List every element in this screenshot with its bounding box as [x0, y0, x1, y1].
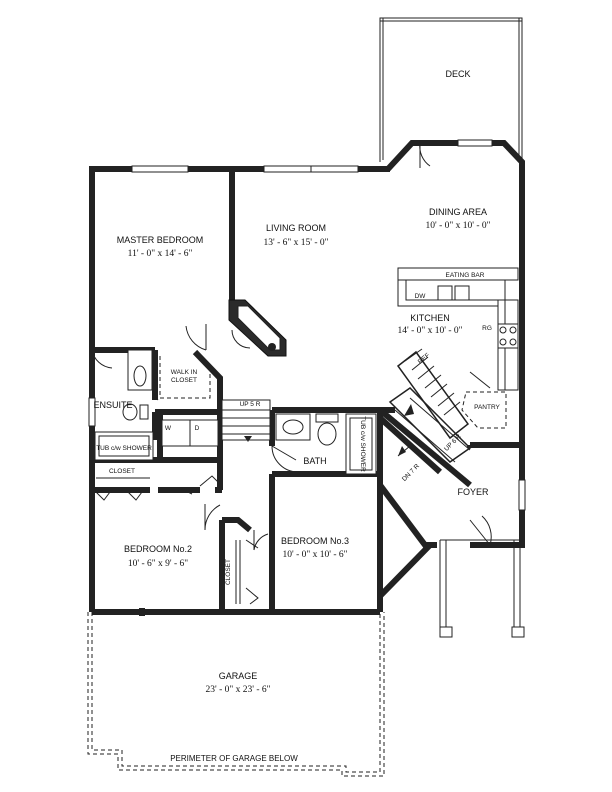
- ensuite-fixtures: TUB c/w SHOWER CLOSET: [94, 349, 154, 479]
- deck-name: DECK: [445, 69, 470, 79]
- master-size: 11' - 0" x 14' - 6": [128, 249, 193, 259]
- pantry-name: PANTRY: [474, 404, 500, 411]
- bath-fixtures: TUB c/w SHOWER: [275, 413, 377, 475]
- washer-label: W: [165, 425, 172, 432]
- porch: [439, 539, 525, 638]
- garage-perimeter-label: PERIMETER OF GARAGE BELOW: [170, 754, 298, 763]
- interior-walls: [92, 169, 522, 612]
- rg-label: RG: [482, 325, 492, 332]
- bedroom2-size: 10' - 6" x 9' - 6": [128, 559, 188, 569]
- ensuite-name: ENSUITE: [93, 400, 132, 410]
- stair-up-hall-label: UP 5 R: [240, 401, 261, 408]
- windows: [88, 139, 526, 511]
- deck: [379, 17, 523, 162]
- stairs: REF UP 6 R DN 7 R: [377, 348, 472, 488]
- dryer-label: D: [195, 425, 200, 432]
- walkin-closet: [159, 356, 211, 399]
- bedroom2-name: BEDROOM No.2: [124, 544, 192, 554]
- closet-bed3-label: CLOSET: [225, 559, 232, 585]
- room-labels: DECK DINING AREA 10' - 0" x 10' - 0" LIV…: [93, 69, 500, 763]
- exterior-walls: [89, 140, 525, 616]
- tub-ensuite-label: TUB c/w SHOWER: [96, 445, 152, 452]
- master-name: MASTER BEDROOM: [117, 235, 204, 245]
- kitchen-size: 14' - 0" x 10' - 0": [397, 326, 462, 336]
- living-size: 13' - 6" x 15' - 0": [263, 238, 328, 248]
- eating-bar-label: EATING BAR: [446, 272, 485, 279]
- bedroom3-size: 10' - 0" x 10' - 6": [282, 550, 347, 560]
- garage-perimeter: [87, 612, 385, 777]
- walkin-line2: CLOSET: [171, 377, 197, 384]
- bedroom3-name: BEDROOM No.3: [281, 536, 349, 546]
- garage-size: 23' - 0" x 23' - 6": [205, 685, 270, 695]
- living-name: LIVING ROOM: [266, 223, 326, 233]
- walkin-line1: WALK IN: [171, 369, 198, 376]
- kitchen-counters: EATING BAR DW RG: [397, 267, 519, 429]
- closet-ensuite-label: CLOSET: [109, 468, 135, 475]
- bath-name: BATH: [303, 456, 326, 466]
- tub-bath-label: TUB c/w SHOWER: [359, 416, 366, 472]
- foyer-name: FOYER: [457, 487, 489, 497]
- stair-down-label: DN 7 R: [401, 463, 421, 483]
- doors: [91, 142, 492, 551]
- bed3-closet: CLOSET: [225, 539, 259, 605]
- dw-label: DW: [415, 293, 427, 300]
- dining-name: DINING AREA: [429, 207, 487, 217]
- laundry: W D: [161, 419, 219, 447]
- garage-name: GARAGE: [219, 671, 258, 681]
- hall-stair: UP 5 R: [221, 399, 271, 442]
- kitchen-name: KITCHEN: [410, 313, 450, 323]
- dining-size: 10' - 0" x 10' - 0": [425, 221, 490, 231]
